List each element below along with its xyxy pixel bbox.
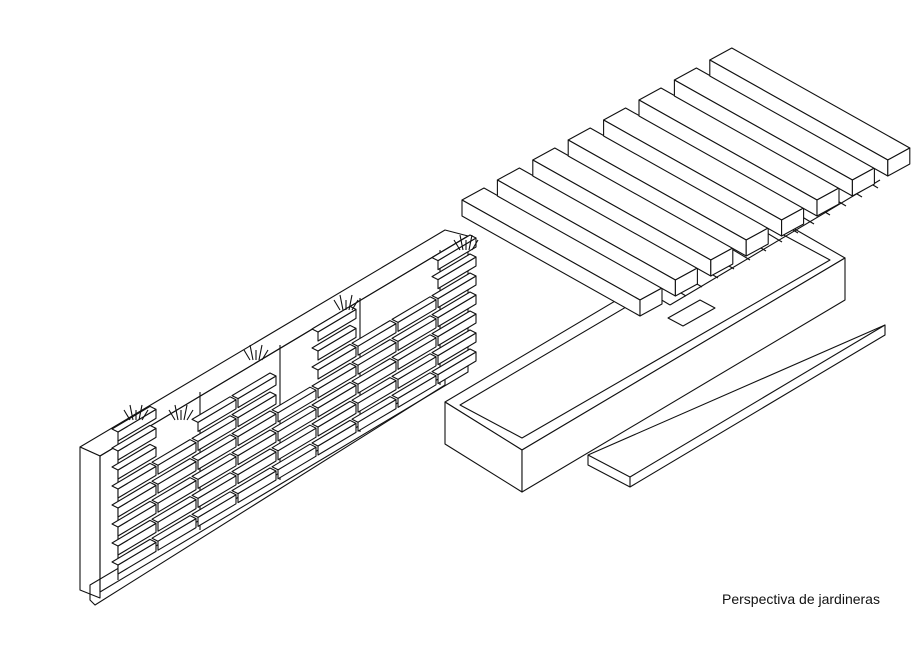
pergola-beam-end (851, 167, 875, 197)
plant (249, 344, 254, 361)
planter-box-top (311, 343, 357, 371)
planter-box-top (191, 453, 237, 480)
planter-box-top (191, 396, 237, 423)
planter-box-top (111, 424, 157, 452)
planter-box-top (231, 372, 277, 400)
bench (587, 324, 886, 488)
planter-box-top (111, 519, 157, 547)
planter-box-top (311, 419, 357, 447)
plant (174, 404, 179, 421)
planter-box-top (231, 448, 277, 476)
pergola-beam-end (781, 207, 805, 237)
planter-box-top (351, 358, 397, 385)
planter-box-top (311, 324, 357, 352)
plant (138, 404, 143, 421)
pergola-beam-end (639, 287, 663, 317)
planter-box-top (111, 500, 157, 528)
planter-box-top (431, 329, 477, 357)
planter-box-top (351, 339, 397, 366)
planter-box-top (151, 496, 197, 523)
plant (339, 294, 344, 311)
plant (471, 239, 479, 251)
plant (333, 299, 341, 311)
planter-box-top (151, 515, 197, 542)
pergola-beam-end (816, 187, 840, 217)
plant (261, 349, 269, 361)
planter-box-top (191, 472, 237, 499)
planter-box-top (391, 296, 437, 323)
pergola-beams (461, 47, 911, 317)
drawing-caption: Perspectiva de jardineras (722, 591, 880, 607)
opening (667, 299, 716, 327)
planter-box-top (231, 391, 277, 419)
planter-box-top (271, 443, 317, 471)
planter-box-top (391, 372, 437, 399)
planter-box-top (391, 315, 437, 342)
planter-box-top (231, 429, 277, 457)
pergola-beam-end (745, 227, 769, 257)
planter-box (444, 211, 846, 493)
planter-box-top (351, 377, 397, 404)
plant (168, 409, 176, 421)
planter-box-top (391, 353, 437, 380)
planter-box-top (391, 334, 437, 361)
planter-box-top (111, 443, 157, 471)
plant (123, 409, 131, 421)
planter-box-top (311, 381, 357, 409)
plant (258, 344, 263, 361)
planter-box-top (351, 320, 397, 347)
planter-box-top (151, 458, 197, 485)
plant (141, 409, 149, 421)
plant (129, 404, 134, 421)
pergola-beam-end (710, 247, 734, 277)
plant (351, 299, 359, 311)
plant (459, 234, 464, 251)
planter-box-top (111, 462, 157, 490)
planter-box-top (351, 396, 397, 423)
planter-box-top (431, 253, 477, 281)
planter-box-top (431, 234, 477, 262)
plant (453, 239, 461, 251)
pergola-beam-end (887, 147, 911, 177)
planter-box-top (231, 467, 277, 495)
planter-box-top (151, 477, 197, 504)
planter-box-top (191, 491, 237, 518)
plant (468, 234, 473, 251)
plant (243, 349, 251, 361)
planter-box-top (431, 291, 477, 319)
planter-box-top (311, 400, 357, 428)
plant (348, 294, 353, 311)
wall-planters (111, 144, 619, 575)
plant (183, 404, 188, 421)
planter-box-top (271, 386, 317, 414)
planter-box-top (431, 348, 477, 376)
planter-box-top (191, 434, 237, 461)
pergola-beam-end (674, 267, 698, 297)
planter-box-top (151, 439, 197, 466)
planter-box-top (431, 272, 477, 300)
planter-box-top (431, 310, 477, 338)
slat-rail (669, 179, 881, 306)
planter-box-top (111, 538, 157, 566)
planter-box-top (271, 424, 317, 452)
planter-box-top (111, 481, 157, 509)
plant (186, 409, 194, 421)
planter-box-top (231, 410, 277, 438)
planter-box-top (191, 415, 237, 442)
planter-box-top (271, 405, 317, 433)
planter-box-top (311, 362, 357, 390)
